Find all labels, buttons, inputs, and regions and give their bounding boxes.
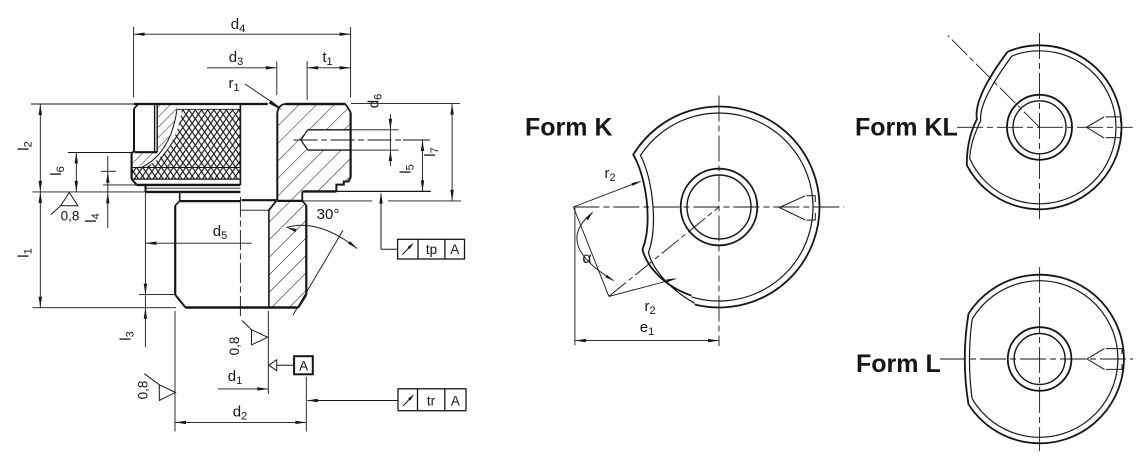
svg-text:d2: d2 <box>233 404 247 423</box>
svg-text:0,8: 0,8 <box>227 337 242 356</box>
svg-text:r2: r2 <box>604 165 615 184</box>
svg-text:l1: l1 <box>16 248 35 257</box>
svg-text:Form KL: Form KL <box>855 114 958 142</box>
svg-text:Form L: Form L <box>856 350 941 378</box>
svg-text:d5: d5 <box>213 223 227 242</box>
svg-text:r1: r1 <box>228 75 239 94</box>
svg-text:l3: l3 <box>118 331 137 340</box>
svg-text:A: A <box>450 242 459 257</box>
svg-text:tp: tp <box>426 242 437 257</box>
svg-text:l2: l2 <box>16 141 35 150</box>
svg-text:Form K: Form K <box>525 114 613 142</box>
svg-text:t1: t1 <box>322 49 332 68</box>
svg-text:0,8: 0,8 <box>136 381 151 400</box>
svg-text:l5: l5 <box>398 164 417 173</box>
svg-text:α: α <box>582 250 591 267</box>
svg-text:d1: d1 <box>228 368 242 387</box>
svg-text:d4: d4 <box>231 16 245 35</box>
svg-text:d3: d3 <box>229 49 243 68</box>
svg-text:0,8: 0,8 <box>61 209 80 224</box>
svg-text:l6: l6 <box>48 166 67 175</box>
svg-text:30°: 30° <box>317 206 340 223</box>
svg-text:e1: e1 <box>640 319 654 338</box>
svg-text:d6: d6 <box>366 94 385 108</box>
svg-text:l4: l4 <box>83 213 102 222</box>
svg-text:l7: l7 <box>422 147 441 156</box>
svg-text:tr: tr <box>427 394 436 409</box>
svg-text:A: A <box>451 394 460 409</box>
svg-text:r2: r2 <box>644 298 655 317</box>
svg-text:A: A <box>299 358 308 373</box>
